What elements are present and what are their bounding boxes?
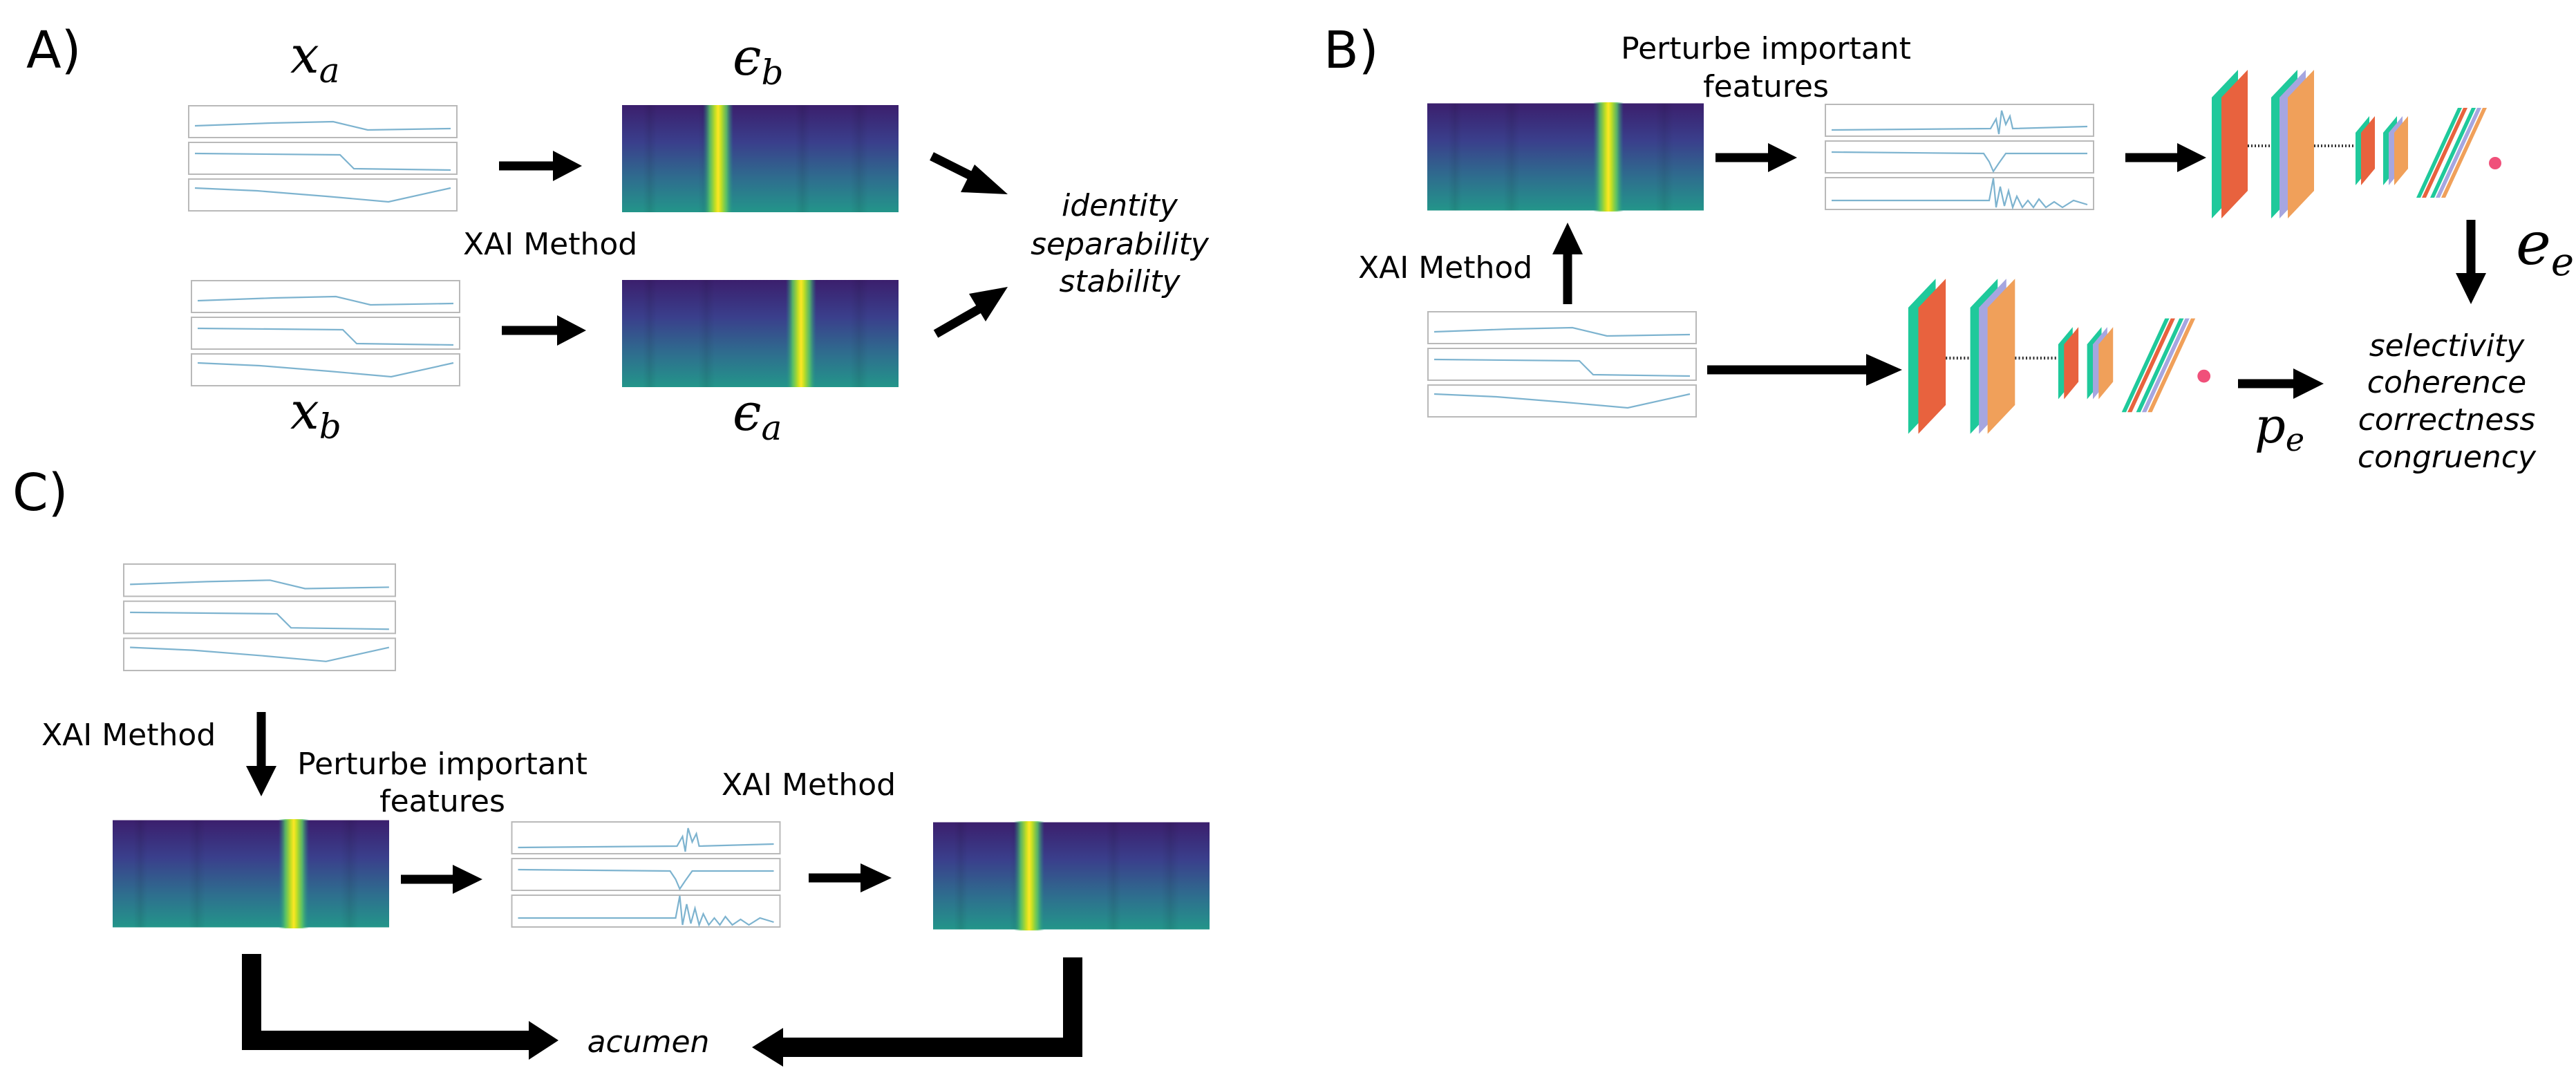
input-series-b-panel bbox=[1427, 311, 1697, 418]
arrow-b-perturbed-to-model bbox=[2125, 143, 2206, 172]
heatmap-c-perturbed bbox=[933, 821, 1210, 930]
panel-b-label: B) bbox=[1324, 21, 1379, 80]
input-series-a bbox=[188, 105, 458, 212]
heatmap-eps-a bbox=[622, 280, 899, 387]
input-series-b bbox=[191, 280, 460, 387]
perturb-label-b-line1: Perturbe important bbox=[1621, 31, 1911, 66]
arrow-a-top-right bbox=[499, 151, 582, 181]
xa-symbol: xa bbox=[290, 26, 340, 91]
metric-separability: separability bbox=[1031, 227, 1210, 262]
input-series-c bbox=[123, 563, 396, 672]
perturb-label-c-line2: features bbox=[379, 784, 505, 819]
cnn-model-perturbed bbox=[2212, 68, 2502, 220]
xai-method-label-c1: XAI Method bbox=[41, 718, 216, 753]
metric-acumen: acumen bbox=[587, 1024, 710, 1060]
heatmap-b bbox=[1427, 102, 1704, 212]
metric-identity: identity bbox=[1062, 188, 1178, 223]
panel-b: B) Perturbe important features ee XAI Me… bbox=[1324, 21, 2574, 475]
arrow-b-input-to-heatmap bbox=[1552, 223, 1583, 304]
metric-coherence: coherence bbox=[2367, 365, 2526, 400]
arrow-c-right-elbow bbox=[752, 957, 1082, 1067]
panel-a-label: A) bbox=[26, 21, 82, 80]
perturb-label-c-line1: Perturbe important bbox=[297, 747, 587, 782]
eps-b-symbol: ϵb bbox=[733, 28, 783, 93]
metric-congruency: congruency bbox=[2358, 440, 2537, 475]
metric-stability: stability bbox=[1059, 264, 1181, 299]
arrow-b-input-to-model bbox=[1707, 354, 1902, 386]
xb-symbol: xb bbox=[290, 382, 341, 447]
perturbed-series-c bbox=[511, 821, 781, 928]
arrow-c-heatmap-to-perturbed bbox=[401, 865, 482, 894]
arrow-a-to-metrics-down bbox=[930, 152, 1008, 194]
perturbed-series-b bbox=[1825, 104, 2094, 211]
xai-method-label-b: XAI Method bbox=[1358, 250, 1532, 285]
pe-symbol: pe bbox=[2255, 397, 2304, 458]
arrow-b-heatmap-to-perturbed bbox=[1715, 143, 1797, 172]
metrics-a: identity separability stability bbox=[1031, 188, 1210, 299]
eps-a-symbol: ϵa bbox=[733, 383, 782, 448]
arrow-a-bottom-right bbox=[502, 315, 586, 346]
panel-c-label: C) bbox=[12, 463, 68, 523]
panel-c: C) XAI Method Perturbe important feature… bbox=[12, 463, 1210, 1067]
arrow-b-model-to-metrics bbox=[2238, 368, 2324, 399]
metric-selectivity: selectivity bbox=[2369, 328, 2525, 364]
arrow-b-model-to-ee bbox=[2456, 220, 2486, 304]
arrow-c-perturbed-to-heatmap bbox=[809, 863, 892, 892]
heatmap-c-original bbox=[113, 819, 389, 928]
arrow-c-input-to-heatmap bbox=[246, 712, 276, 796]
metric-correctness: correctness bbox=[2358, 402, 2536, 438]
cnn-model-original bbox=[1908, 279, 2210, 433]
arrow-c-left-elbow bbox=[242, 954, 558, 1060]
arrow-a-to-metrics-up bbox=[933, 287, 1008, 338]
ee-symbol: ee bbox=[2516, 209, 2574, 285]
panel-a: A) xa xb XAI Method ϵb ϵa bbox=[26, 21, 1210, 448]
perturb-label-b-line2: features bbox=[1703, 69, 1829, 104]
xai-method-label-a: XAI Method bbox=[463, 227, 637, 262]
heatmap-eps-b bbox=[622, 105, 899, 212]
metrics-b: selectivity coherence correctness congru… bbox=[2358, 328, 2537, 475]
xai-method-label-c2: XAI Method bbox=[722, 767, 896, 803]
